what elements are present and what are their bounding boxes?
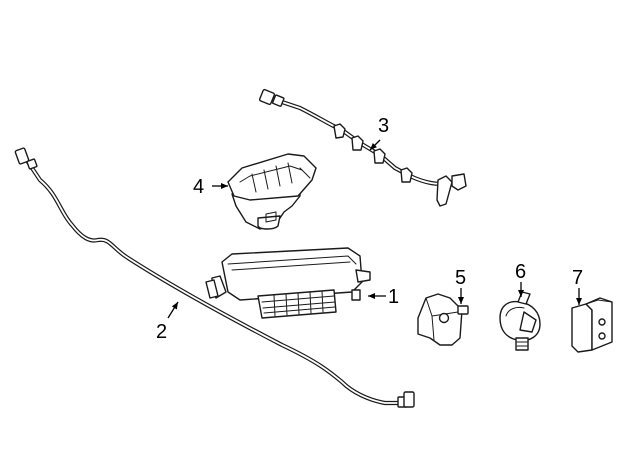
callout-2: 2 [156, 321, 167, 343]
callout-4: 4 [193, 176, 204, 198]
callout-1: 1 [388, 286, 399, 308]
callout-7: 7 [572, 267, 583, 289]
part-4-sensor-housing [227, 153, 317, 230]
part-5-sensor [417, 293, 469, 346]
part-6-sensor [499, 291, 541, 351]
part-1-control-module [205, 247, 371, 319]
callout-labels: 1 2 3 4 5 6 7 [156, 115, 583, 343]
part-7-bracket [571, 297, 613, 353]
callout-3: 3 [378, 115, 389, 137]
part-2-long-harness [14, 147, 415, 408]
callout-6: 6 [515, 261, 526, 283]
callout-5: 5 [455, 267, 466, 289]
callout-leaders [167, 139, 582, 319]
